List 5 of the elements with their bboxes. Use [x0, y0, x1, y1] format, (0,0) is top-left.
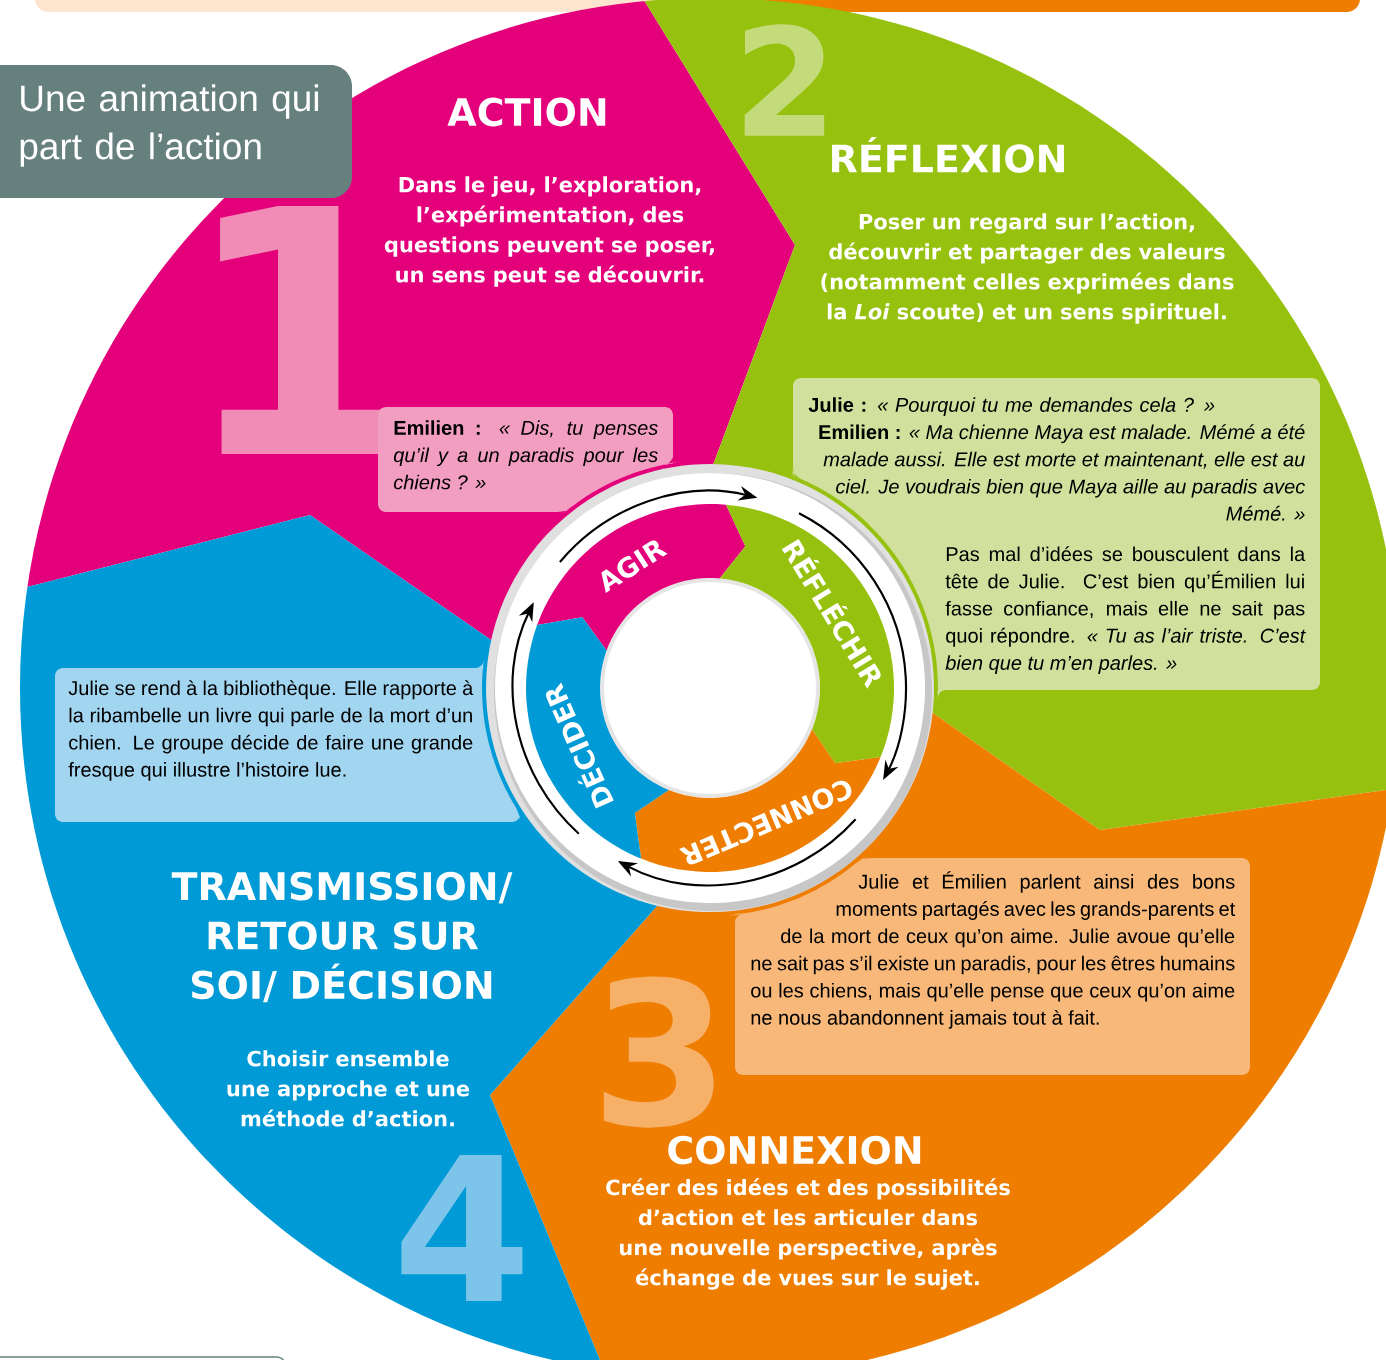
title-box: Une animation qui part de l’action [0, 65, 352, 198]
step-number: 2 [744, 24, 825, 136]
text-box: Julie se rend à la bibliothèque. Elle rapporte à la ribambelle un livre qui parle de la mort d’un chien. Le groupe décide de faire une grande fresque qui illustre l’histoire lue. [51, 657, 524, 826]
step-number: 3 [603, 976, 714, 1128]
step-number: 4 [401, 1155, 523, 1301]
